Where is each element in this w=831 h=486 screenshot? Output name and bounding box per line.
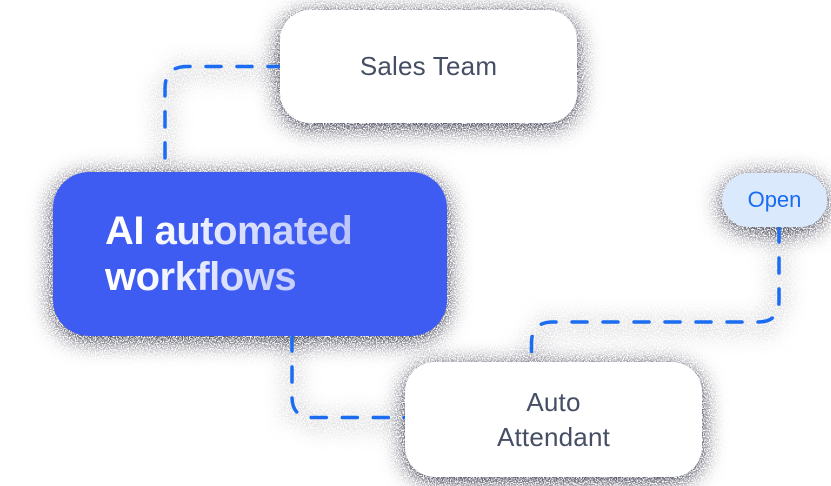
node-ai-workflows: AI automated workflows: [53, 172, 447, 336]
connector-workflows-to-auto-attendant: [290, 334, 407, 420]
node-auto-attendant: Auto Attendant: [405, 362, 702, 477]
connector-open-to-auto-attendant: [529, 225, 781, 364]
node-sales-team: Sales Team: [280, 10, 577, 123]
open-badge[interactable]: Open: [722, 173, 827, 227]
auto-attendant-label: Auto Attendant: [496, 386, 611, 452]
open-badge-label: Open: [747, 187, 802, 212]
connector-shadow-auto: [289, 336, 405, 421]
connector-shadow-sales: [162, 63, 283, 172]
ai-workflows-title: AI automated workflows: [105, 208, 435, 300]
connector-workflows-to-sales-team: [163, 64, 285, 174]
sales-team-label: Sales Team: [359, 51, 498, 81]
connector-shadow-open: [528, 227, 782, 362]
